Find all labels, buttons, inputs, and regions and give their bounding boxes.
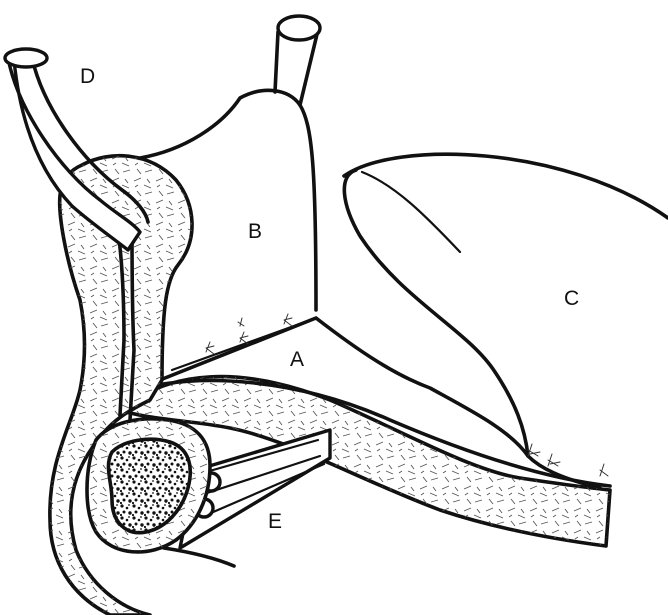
- label-c: C: [564, 287, 579, 310]
- tube-top-opening: [278, 16, 320, 40]
- label-b: B: [248, 220, 262, 243]
- label-d: D: [80, 65, 95, 88]
- structure-c-outline: [344, 154, 668, 218]
- structure-c-fold-line: [362, 172, 460, 252]
- label-a: A: [290, 348, 304, 371]
- structure-e-lower-edge: [164, 548, 234, 566]
- tube-d-opening: [5, 49, 47, 67]
- tube-top-left: [275, 32, 278, 92]
- label-e: E: [268, 510, 282, 533]
